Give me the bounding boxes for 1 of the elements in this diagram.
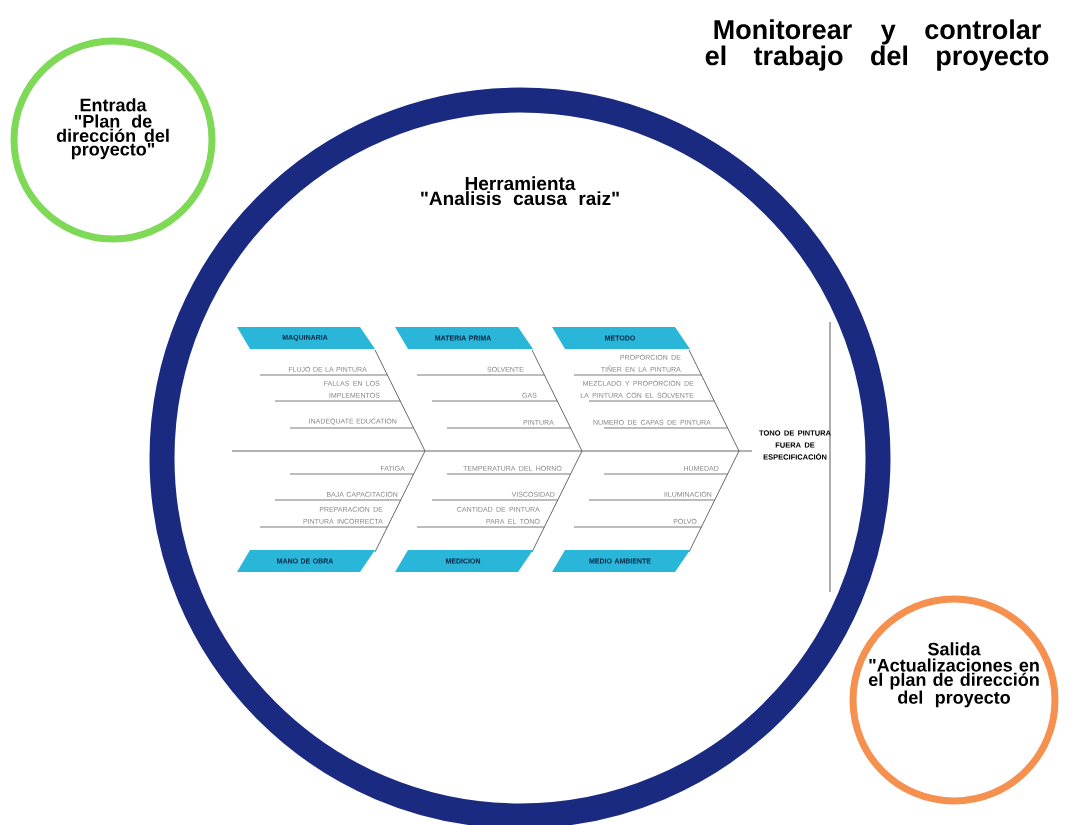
title: Monitorear y controlar el trabajo del proyecto bbox=[705, 19, 1049, 71]
